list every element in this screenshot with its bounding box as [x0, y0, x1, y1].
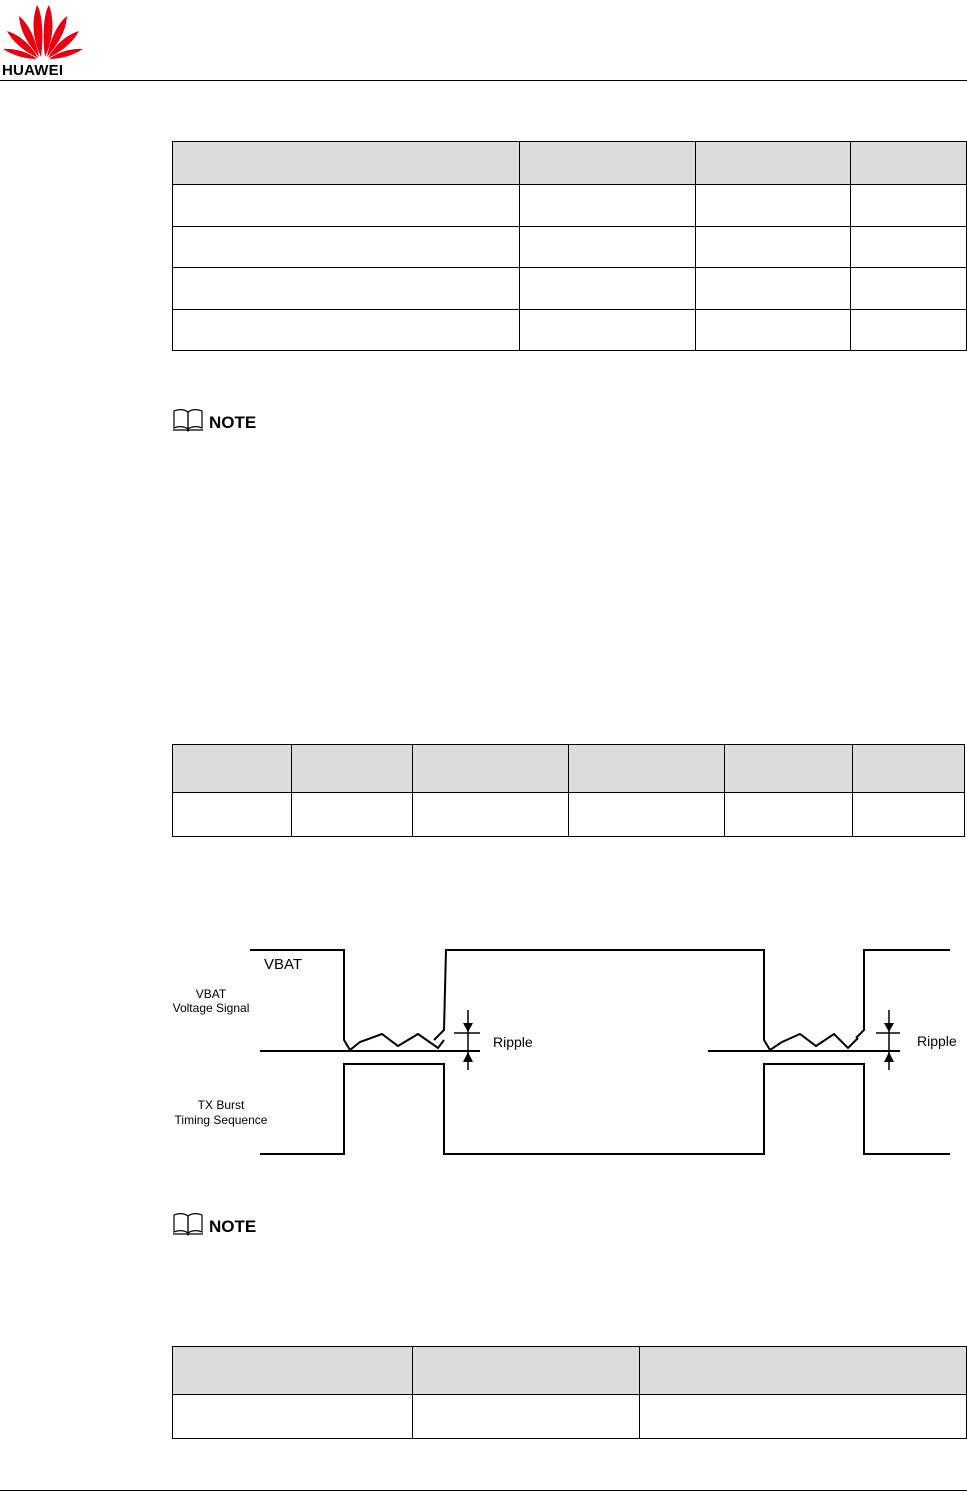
tx-label-1: TX Burst — [198, 1098, 245, 1112]
table-cell — [172, 184, 520, 227]
table-cell — [519, 267, 696, 310]
table-row — [172, 184, 967, 227]
ripple-label-left: Ripple — [493, 1034, 533, 1050]
ripple-label-right: Ripple — [917, 1033, 957, 1049]
table-header-cell — [172, 744, 292, 793]
table-header-cell — [639, 1346, 967, 1395]
footer-divider — [0, 1490, 967, 1491]
huawei-logo-icon — [3, 5, 83, 59]
table-header-row — [172, 1346, 967, 1395]
table-row — [172, 226, 967, 268]
table-header-cell — [724, 744, 853, 793]
table-2 — [172, 744, 965, 837]
tx-label-2: Timing Sequence — [175, 1113, 268, 1127]
vbat-signal-label-2: Voltage Signal — [173, 1001, 250, 1015]
table-cell — [850, 267, 967, 310]
ripple-arrow-up-right — [884, 1052, 894, 1062]
table-1 — [172, 141, 967, 351]
table-cell — [850, 184, 967, 227]
table-cell — [291, 792, 413, 837]
table-header-cell — [172, 141, 520, 185]
table-cell — [412, 1394, 640, 1439]
table-header-cell — [412, 744, 569, 793]
header-divider — [0, 80, 967, 81]
tx-burst-waveform — [260, 1063, 950, 1155]
table-cell — [568, 792, 725, 837]
table-row — [172, 309, 967, 351]
table-cell — [172, 1394, 413, 1439]
book-icon — [173, 1213, 203, 1236]
brand-name: HUAWEI — [2, 62, 64, 79]
table-header-cell — [695, 141, 851, 185]
vbat-waveform-right — [855, 949, 950, 1039]
table-header-cell — [291, 744, 413, 793]
table-header-cell — [850, 141, 967, 185]
table-header-cell — [852, 744, 965, 793]
table-cell — [695, 184, 851, 227]
vbat-signal-label-1: VBAT — [196, 987, 227, 1001]
table-cell — [850, 226, 967, 268]
ripple-arrow-down-left — [463, 1023, 473, 1032]
table-cell — [639, 1394, 967, 1439]
vbat-title: VBAT — [264, 956, 302, 973]
table-cell — [519, 309, 696, 351]
vbat-waveform-mid — [433, 949, 859, 1052]
table-row — [172, 267, 967, 310]
vbat-ripple-diagram: VBAT VBAT Voltage Signal TX Burst Timing… — [173, 949, 957, 1155]
table-header-cell — [172, 1346, 413, 1395]
ripple-arrow-up-left — [463, 1052, 473, 1062]
table-header-row — [172, 744, 965, 793]
table-cell — [172, 226, 520, 268]
table-header-cell — [412, 1346, 640, 1395]
table-cell — [724, 792, 853, 837]
table-cell — [852, 792, 965, 837]
huawei-logo: HUAWEI — [0, 0, 86, 80]
note-1: NOTE — [172, 408, 292, 436]
table-header-row — [172, 141, 967, 185]
vbat-waveform-left — [250, 949, 445, 1052]
table-header-cell — [519, 141, 696, 185]
table-cell — [172, 792, 292, 837]
table-cell — [412, 792, 569, 837]
table-cell — [519, 184, 696, 227]
book-icon — [173, 409, 203, 432]
table-cell — [695, 267, 851, 310]
table-cell — [172, 267, 520, 310]
note-label: NOTE — [209, 413, 257, 432]
table-cell — [172, 309, 520, 351]
table-cell — [519, 226, 696, 268]
ripple-arrow-down-right — [884, 1023, 894, 1032]
table-row — [172, 792, 965, 837]
note-2: NOTE — [172, 1212, 292, 1240]
table-row — [172, 1394, 967, 1439]
table-cell — [695, 226, 851, 268]
note-label: NOTE — [209, 1217, 257, 1236]
table-cell — [850, 309, 967, 351]
table-3 — [172, 1346, 967, 1439]
table-header-cell — [568, 744, 725, 793]
table-cell — [695, 309, 851, 351]
